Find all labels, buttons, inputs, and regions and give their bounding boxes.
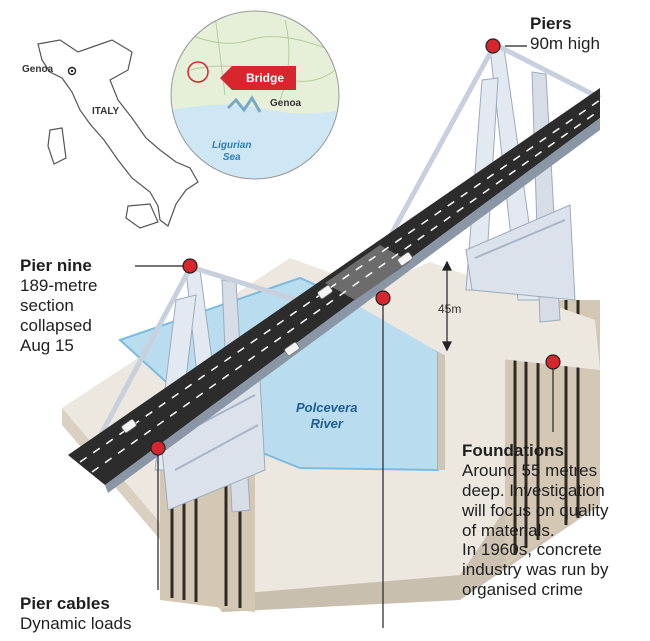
genoa-inset-border: [170, 10, 340, 180]
marker-pier-cables: [150, 440, 166, 456]
lane-markings: [79, 99, 601, 473]
inset-sea-line2: Sea: [222, 151, 241, 163]
foundations-line: Around 55 metres: [462, 460, 598, 480]
river-label: Polcevera River: [296, 400, 357, 431]
river-label-line2: River: [310, 415, 343, 431]
callout-lines: [135, 45, 554, 628]
pier-nine-callout: Pier nine 189-metre section collapsed Au…: [20, 256, 97, 355]
foundations-line: In 1960s, concrete: [462, 540, 602, 560]
pier-cables-body: Dynamic loads: [20, 613, 132, 633]
pier-nine-line: 189-metre: [20, 275, 98, 295]
foundations-line: organised crime: [462, 580, 583, 600]
foundations-title: Foundations: [462, 441, 564, 460]
marker-pier-nine: [182, 258, 198, 274]
foundations-line: deep. Investigation: [462, 480, 605, 500]
height-dimension: [442, 260, 452, 352]
inset-sea-line1: Ligurian: [212, 140, 252, 151]
ground-right-face: [222, 575, 460, 612]
sicily: [125, 203, 159, 229]
foundations-line: of materials.: [462, 520, 555, 540]
collapsed-section: [325, 245, 410, 300]
genoa-marker-dot-icon: [70, 69, 74, 73]
pier-cables-title: Pier cables: [20, 594, 110, 613]
pier-cables-callout: Pier cables Dynamic loads: [20, 594, 132, 634]
italy-map: [37, 39, 199, 227]
marker-collapsed-section: [375, 290, 391, 306]
pier-nine-line: collapsed: [20, 315, 92, 335]
bridge-tag-shape: [220, 66, 296, 90]
inset-sea-label: Ligurian Sea: [212, 140, 251, 163]
road-deck-side: [105, 118, 600, 493]
height-label: 45m: [438, 302, 462, 316]
pier-nine-line: Aug 15: [20, 335, 74, 355]
bank-right: [345, 262, 600, 370]
piers-title: Piers: [530, 14, 572, 33]
inset-city-label: Genoa: [270, 98, 302, 109]
foundations-line: industry was run by: [462, 560, 609, 580]
vehicles: [121, 252, 413, 433]
inset-bridge-tag: Bridge: [246, 71, 285, 85]
pier-nine-title: Pier nine: [20, 256, 92, 275]
map-city-label: Genoa: [22, 64, 54, 75]
foundations-callout: Foundations Around 55 metres deep. Inves…: [462, 441, 608, 600]
marker-piers: [485, 38, 501, 54]
inset-bridge-ring-icon: [187, 61, 209, 83]
pier-nine-line: section: [20, 295, 74, 315]
pier-right-cables: [377, 43, 602, 257]
foundations-line: will focus on quality: [462, 500, 609, 520]
sardinia: [47, 127, 67, 165]
river-label-line1: Polcevera: [296, 400, 358, 415]
piers-body: 90m high: [530, 33, 600, 53]
genoa-inset: [171, 11, 339, 179]
map-country-label: ITALY: [92, 106, 120, 117]
marker-foundations: [545, 354, 561, 370]
piers-callout: Piers 90m high: [530, 14, 600, 54]
bank-right-edge: [438, 352, 445, 470]
